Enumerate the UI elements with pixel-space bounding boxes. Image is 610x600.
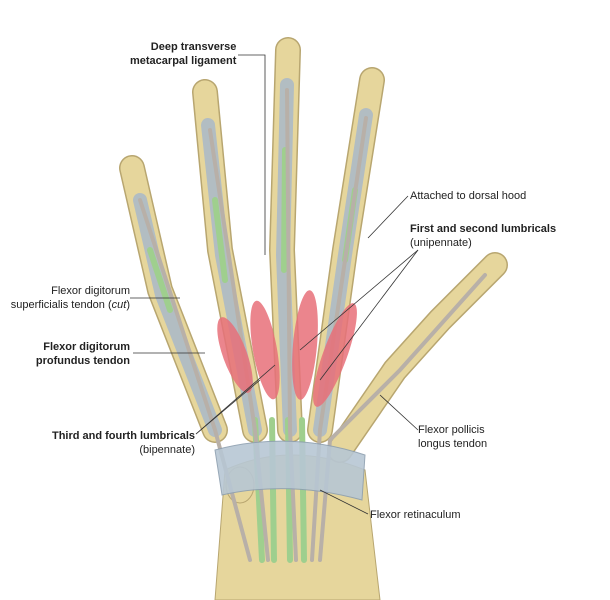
label-text: ) bbox=[126, 299, 130, 311]
label-deep-transverse-metacarpal-ligament: Deep transverse metacarpal ligament bbox=[130, 40, 236, 68]
label-text-italic: cut bbox=[111, 299, 127, 311]
label-line: Flexor digitorum bbox=[51, 285, 130, 297]
label-fdp-tendon: Flexor digitorum profundus tendon bbox=[36, 340, 130, 368]
label-sub: (bipennate) bbox=[139, 444, 195, 456]
label-line: metacarpal ligament bbox=[130, 55, 237, 67]
label-line: Deep transverse bbox=[150, 41, 237, 53]
flexor-retinaculum bbox=[214, 440, 366, 501]
lumbrical-muscles bbox=[217, 290, 357, 407]
label-line: Flexor pollicis bbox=[418, 424, 485, 436]
label-third-fourth-lumbricals: Third and fourth lumbricals (bipennate) bbox=[52, 429, 195, 457]
label-title: Third and fourth lumbricals bbox=[51, 430, 195, 442]
label-line: profundus tendon bbox=[35, 355, 130, 367]
label-line: longus tendon bbox=[418, 438, 488, 450]
label-flexor-retinaculum: Flexor retinaculum bbox=[370, 509, 461, 521]
label-line: superficialis tendon (cut) bbox=[11, 298, 130, 312]
label-title: First and second lumbricals bbox=[410, 223, 557, 235]
label-sub: (unipennate) bbox=[410, 237, 472, 249]
label-fds-tendon: Flexor digitorum superficialis tendon (c… bbox=[11, 284, 130, 312]
leader-lines bbox=[130, 54, 419, 515]
label-text: superficialis tendon ( bbox=[10, 299, 112, 311]
label-line: Flexor digitorum bbox=[43, 341, 130, 353]
label-fpl-tendon: Flexor pollicis longus tendon bbox=[418, 423, 487, 451]
label-first-second-lumbricals: First and second lumbricals (unipennate) bbox=[410, 222, 556, 250]
label-dorsal-hood: Attached to dorsal hood bbox=[410, 190, 527, 202]
